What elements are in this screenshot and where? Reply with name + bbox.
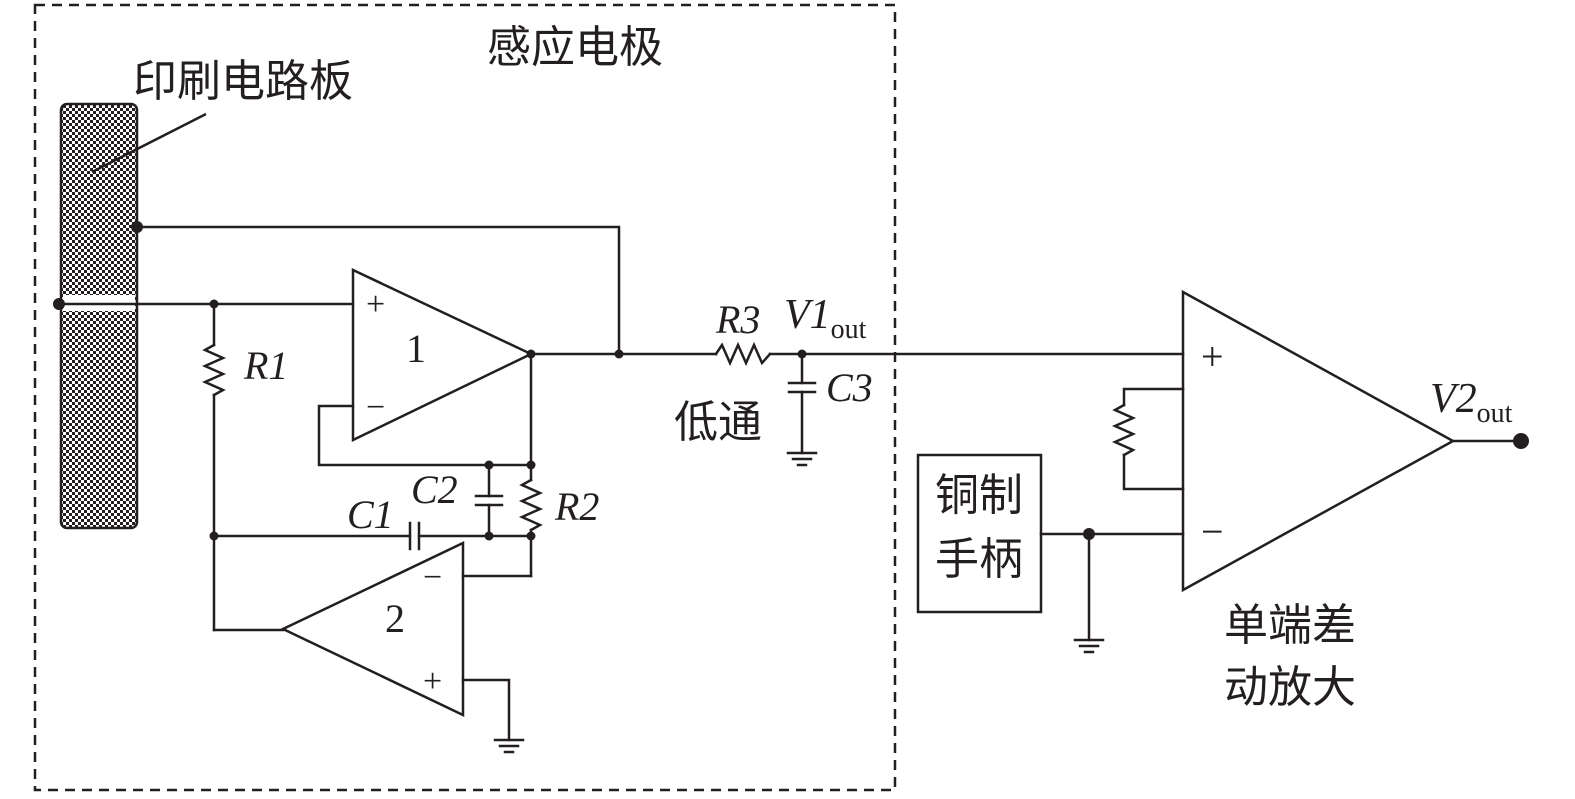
diff-amp-minus: − [1201, 509, 1224, 554]
node-c2-bottom [484, 531, 494, 541]
v1-out-main: V1 [784, 292, 831, 338]
diff-amp-label-2: 动放大 [1224, 662, 1356, 713]
sensing-electrode-label: 感应电极 [487, 22, 663, 73]
v2-out-sub: out [1477, 398, 1513, 429]
v1-out-label: V1out [784, 292, 867, 345]
pcb-label: 印刷电路板 [133, 56, 353, 107]
lowpass-label: 低通 [674, 397, 762, 448]
node-r1-c1 [209, 531, 219, 541]
opamp-2-number: 2 [385, 596, 405, 641]
v2-out-node [1513, 433, 1529, 449]
opamp-1-plus: + [366, 286, 385, 323]
sensing-electrode-boundary [33, 3, 897, 792]
handle-ground-icon [1073, 638, 1105, 654]
r1-resistor [201, 343, 227, 397]
copper-handle-label-2: 手柄 [935, 534, 1023, 585]
c3-label: C3 [826, 365, 873, 410]
c2-label: C2 [411, 467, 458, 512]
v2-out-label: V2out [1430, 376, 1513, 429]
diff-amp-label-1: 单端差 [1224, 600, 1356, 651]
pcb-shield-node [131, 221, 143, 233]
r2-label: R2 [554, 484, 599, 529]
node-r2-bottom [526, 531, 536, 541]
pcb-leader-line [91, 112, 207, 174]
opamp-2-ground-icon [493, 738, 525, 754]
r3-label: R3 [715, 297, 760, 342]
r2-resistor [518, 478, 544, 532]
opamp-2-minus: − [423, 559, 442, 596]
pcb-input-node [53, 298, 65, 310]
gain-resistor-wire-bottom [1122, 453, 1185, 491]
c3-ground-icon [786, 451, 818, 467]
v1-out-sub: out [831, 314, 867, 345]
v2-out-main: V2 [1430, 376, 1477, 422]
r1-label: R1 [243, 343, 288, 388]
opamp-2 [280, 541, 465, 717]
copper-handle-label-1: 铜制 [935, 470, 1023, 521]
r3-resistor [714, 341, 772, 367]
opamp-2-plus-wire [461, 678, 511, 742]
opamp-1-number: 1 [406, 326, 426, 371]
c1-label: C1 [347, 492, 394, 537]
differential-amplifier [1181, 289, 1456, 593]
gain-resistor-wire [1122, 387, 1185, 407]
diff-amp-plus: + [1201, 334, 1224, 379]
shield-feedback-wire [135, 225, 621, 356]
opamp-2-plus: + [423, 663, 442, 700]
opamp-1-minus-wire [317, 404, 533, 467]
pcb-plate [59, 102, 139, 530]
gain-resistor [1111, 403, 1137, 457]
feedback-junction-node [614, 349, 624, 359]
opamp-1 [351, 268, 534, 442]
opamp-1-minus: − [366, 389, 385, 426]
